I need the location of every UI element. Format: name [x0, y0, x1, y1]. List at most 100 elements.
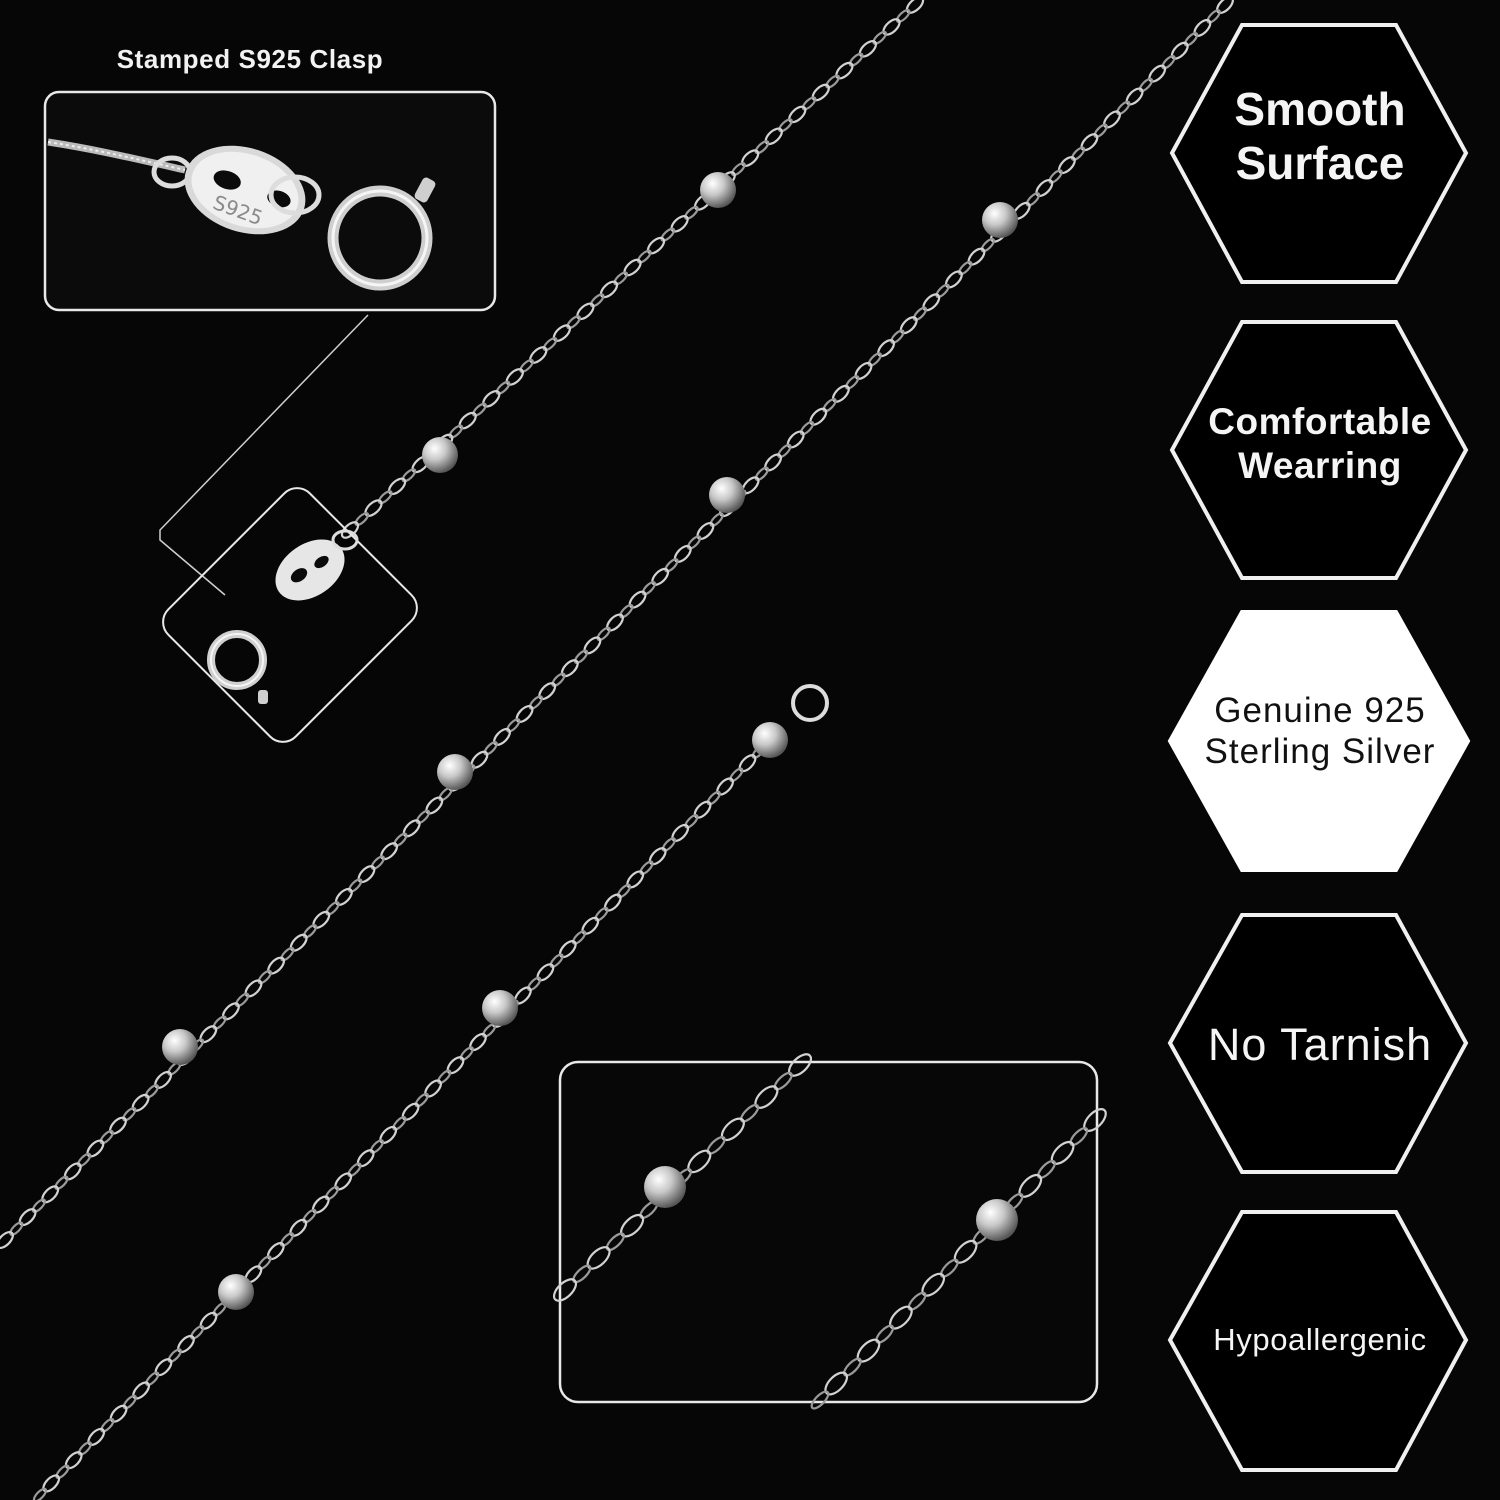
chain-link: [469, 1032, 487, 1052]
chain-link: [379, 1125, 398, 1144]
chain-link: [76, 1152, 92, 1168]
chain-link: [811, 83, 830, 102]
chain-link: [693, 800, 712, 819]
chain-link: [623, 258, 642, 277]
chain-link: [594, 906, 609, 922]
chain-link: [527, 976, 542, 992]
chain-link: [1161, 54, 1176, 70]
chain-link: [55, 1464, 70, 1480]
chain-link: [1083, 1108, 1107, 1132]
chain-link: [1037, 1159, 1056, 1179]
chain-link: [720, 1117, 745, 1142]
chain-link: [858, 39, 878, 58]
chain-link: [848, 52, 864, 67]
chain-link: [458, 411, 477, 430]
chain-link: [257, 1255, 272, 1270]
chain-link: [856, 1338, 881, 1363]
chain-link: [958, 260, 973, 276]
chain-link: [190, 1325, 205, 1340]
chain-link: [641, 580, 657, 596]
chain-link: [235, 992, 250, 1008]
chain-link: [905, 0, 925, 14]
chain-link: [54, 1175, 69, 1191]
chain-link: [606, 613, 624, 632]
chain-link: [616, 883, 632, 899]
chain-link: [536, 963, 555, 982]
chain-link: [347, 1162, 362, 1178]
chain-link: [626, 870, 645, 889]
chain-link: [302, 924, 318, 939]
chain-link: [167, 1348, 182, 1363]
chain-link: [0, 1230, 14, 1250]
chain-link: [325, 901, 340, 916]
chain-link: [921, 1272, 946, 1297]
feature-badge-tarnish: [1167, 913, 1469, 1174]
chain-detail-image: [552, 1053, 1107, 1410]
chain-link: [86, 1139, 105, 1158]
chain-link: [446, 1056, 465, 1075]
satellite-chain: [0, 0, 1234, 1500]
chain-link: [144, 1084, 160, 1099]
chain-link: [1216, 0, 1234, 15]
chain-link: [786, 430, 805, 449]
chain-link: [302, 1208, 317, 1224]
chain-link: [334, 1172, 353, 1191]
silver-bead: [422, 437, 458, 473]
silver-bead: [976, 1199, 1018, 1241]
chain-link: [899, 316, 918, 335]
chain-link: [980, 237, 995, 253]
chain-link: [1018, 1173, 1043, 1198]
chain-link: [99, 1129, 114, 1145]
chain-link: [1025, 192, 1041, 207]
feature-badge-hypoallergenic: [1167, 1210, 1469, 1472]
chain-link: [364, 499, 383, 517]
chain-link: [177, 1334, 195, 1354]
chain-link: [551, 672, 566, 687]
chain-link: [122, 1106, 137, 1122]
chain-link: [831, 384, 850, 403]
chain-link: [716, 777, 734, 796]
chain-link: [895, 8, 911, 23]
chain-link: [1093, 123, 1108, 139]
chain-link: [348, 878, 363, 893]
chain-link: [571, 930, 587, 945]
chain-link: [810, 1390, 830, 1410]
chain-link: [472, 402, 487, 417]
chain-link: [628, 590, 647, 609]
chain-link: [684, 814, 699, 829]
chain-link: [552, 324, 572, 342]
chain-link: [1057, 156, 1076, 175]
chain-link: [542, 337, 558, 352]
feature-label-tarnish: No Tarnish: [1207, 1019, 1433, 1070]
silver-bead: [437, 754, 473, 790]
chain-link: [907, 1291, 927, 1311]
chain-link: [854, 361, 873, 380]
silver-bead: [218, 1274, 254, 1310]
chain-link: [402, 819, 421, 838]
silver-bead: [709, 477, 745, 513]
chain-link: [244, 979, 263, 998]
chain-link: [493, 727, 511, 746]
chain-link: [100, 1418, 115, 1433]
chain-link: [684, 205, 699, 220]
chain-link: [280, 946, 295, 962]
chain-link: [603, 893, 622, 912]
clasp-closeup-frame: [162, 487, 418, 743]
chain-link: [131, 1093, 150, 1112]
feature-label-comfortable: Comfortable Wearring: [1208, 401, 1432, 486]
chain-link: [576, 302, 595, 321]
chain-link: [778, 118, 793, 133]
chain-link: [922, 293, 941, 312]
chain-link: [764, 453, 783, 472]
chain-link: [1070, 146, 1086, 161]
chain-link: [670, 214, 689, 233]
chain-link: [877, 339, 896, 358]
silver-bead: [162, 1029, 198, 1065]
chain-link: [380, 842, 399, 861]
chain-link: [529, 346, 548, 364]
chain-link: [9, 1221, 24, 1236]
chain-link: [867, 352, 882, 367]
chain-link: [788, 105, 807, 124]
chain-link: [739, 1103, 760, 1123]
chain-link: [1116, 100, 1131, 116]
